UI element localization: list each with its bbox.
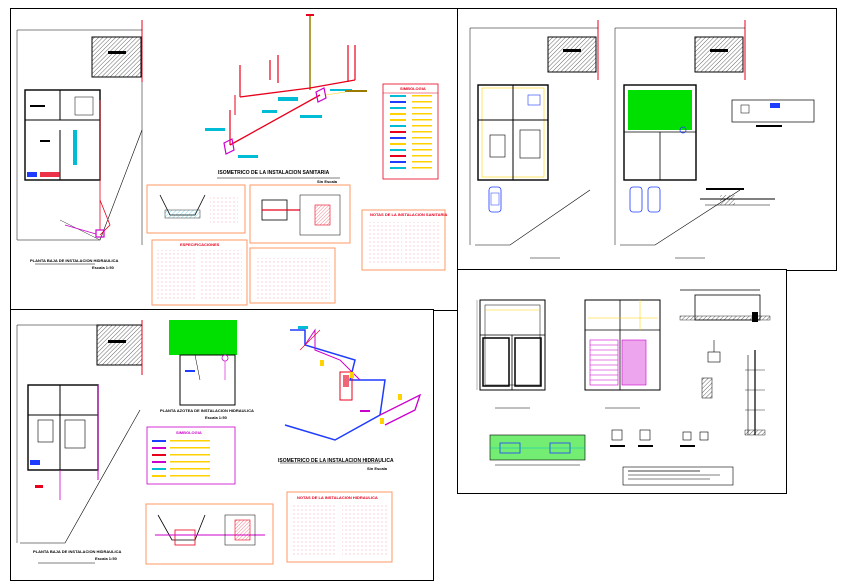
title-simbologia-top: SIMBOLOGIA	[400, 86, 426, 91]
elevation-detail	[700, 99, 815, 206]
plan-sanitary-ground	[16, 20, 143, 245]
isometric-hydraulic	[284, 326, 422, 441]
site-hatch-block	[91, 36, 142, 78]
sheet-architectural-top-right	[457, 8, 837, 271]
title-plan-hydraulic-top: PLANTA BAJA DE INSTALACION HIDRAULICA	[30, 258, 119, 263]
plan-foundation	[476, 299, 546, 391]
roof-green-area	[628, 90, 692, 130]
simbologia-table-bottom	[146, 426, 236, 485]
notes-table-structural	[622, 466, 734, 486]
plan-architectural-roof	[614, 20, 746, 246]
title-notas-hidraulica: NOTAS DE LA INSTALACION HIDRAULICA	[297, 495, 378, 500]
column-details	[610, 429, 709, 447]
detail-boxes-hydraulic	[145, 491, 393, 565]
subtitle-isometric-sanitary: Sin Escala	[317, 179, 338, 184]
title-simbologia-bottom: SIMBOLOGIA	[176, 430, 202, 435]
plan-hydraulic-ground	[16, 320, 143, 544]
cistern-section	[489, 434, 586, 466]
title-especificaciones: ESPECIFICACIONES	[180, 242, 220, 247]
plan-architectural-ground	[469, 20, 599, 246]
scale-plan-hydraulic-top: Escala 1:50	[92, 265, 114, 270]
structural-sections	[679, 289, 771, 436]
isometric-sanitary	[205, 14, 367, 158]
title-isometric-sanitary: ISOMETRICO DE LA INSTALACION SANITARIA	[218, 170, 330, 176]
simbologia-table-top	[382, 83, 439, 180]
title-plan-roof-hydraulic: PLANTA AZOTEA DE INSTALACION HIDRAULICA	[160, 408, 254, 413]
plan-roof-green	[169, 320, 237, 406]
plan-slab	[584, 299, 661, 391]
title-notas-sanitaria: NOTAS DE LA INSTALACION SANITARIA	[370, 212, 448, 217]
detail-boxes-sanitary	[146, 184, 446, 306]
title-isometric-hydraulic: ISOMETRICO DE LA INSTALACION HIDRAULICA	[278, 458, 394, 464]
subtitle-isometric-hydraulic: Sin Escala	[367, 466, 388, 471]
scale-plan-roof-hydraulic: Escala 1:50	[205, 415, 227, 420]
title-plan-ground-bottom: PLANTA BAJA DE INSTALACION HIDRAULICA	[33, 549, 122, 554]
scale-plan-ground-bottom: Escala 1:50	[95, 556, 117, 561]
